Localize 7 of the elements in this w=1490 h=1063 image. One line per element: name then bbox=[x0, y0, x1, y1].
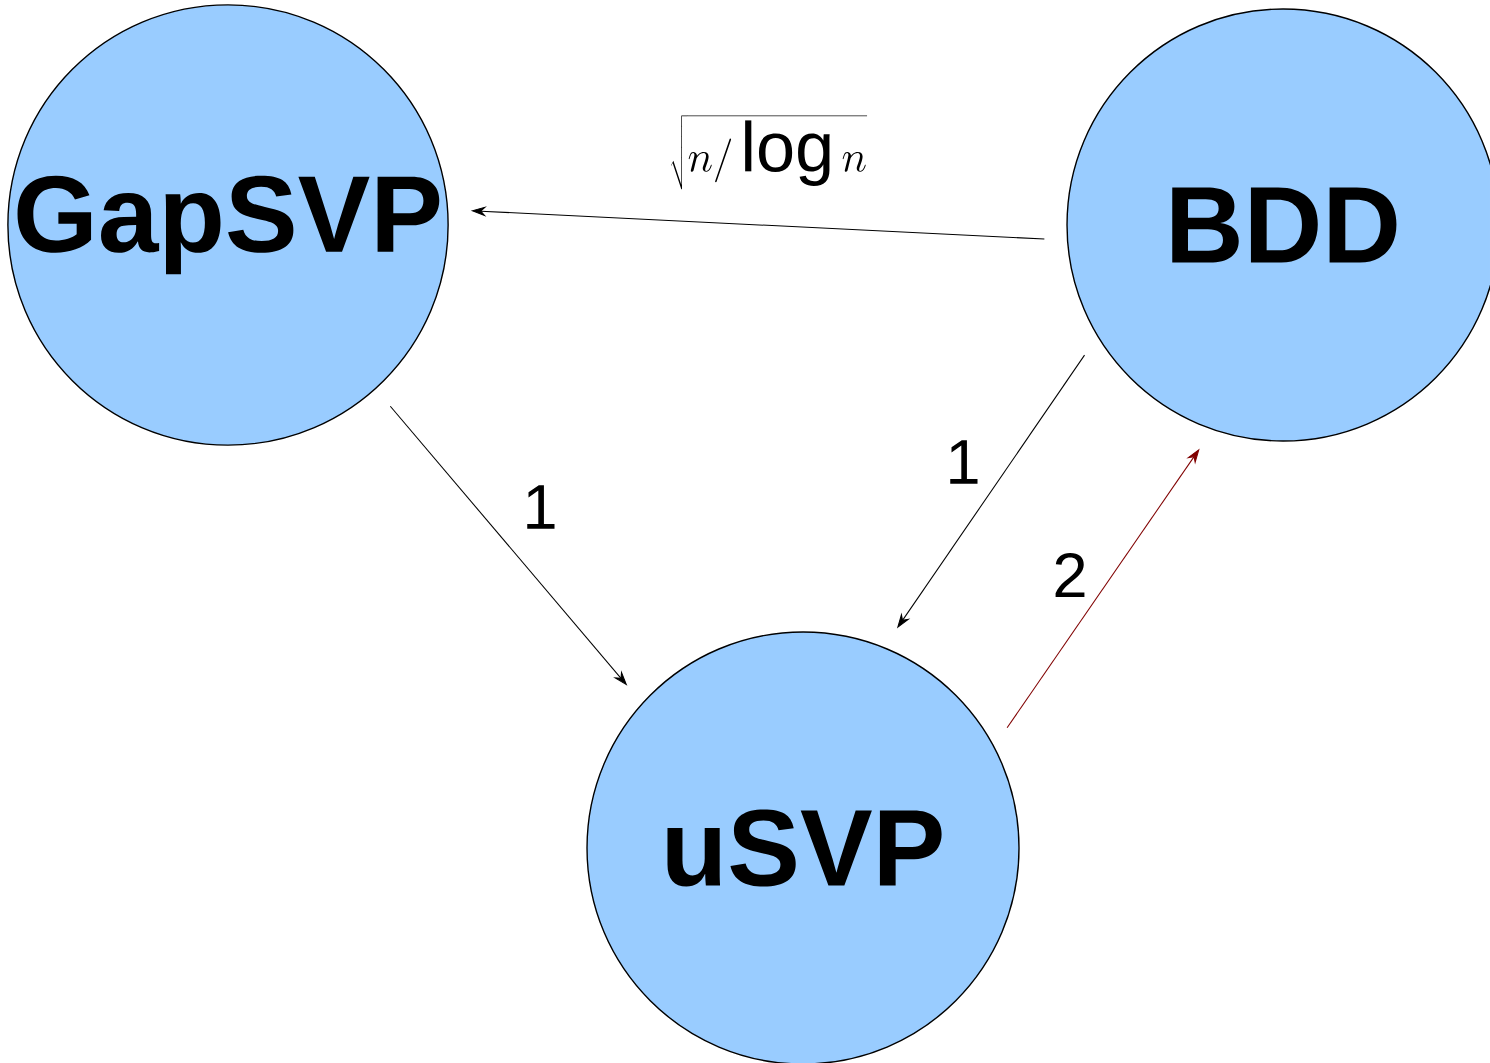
edge-label: 2 bbox=[1050, 551, 1090, 599]
circle-node: uSVP bbox=[586, 631, 1020, 1063]
edge-label: 1 bbox=[943, 438, 983, 486]
circle-node: GapSVP bbox=[7, 4, 449, 446]
edge-label: 1 bbox=[520, 483, 560, 531]
circle-node: BDD bbox=[1066, 8, 1490, 442]
edge-label: $\sqrt{n/\log n}$ bbox=[667, 113, 869, 191]
